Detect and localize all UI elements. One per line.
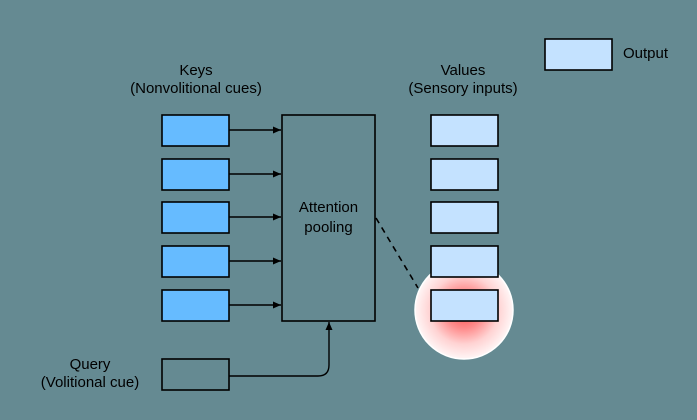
key-box — [161, 245, 230, 278]
keys-label-subtitle: (Nonvolitional cues) — [130, 80, 262, 97]
keys-label-title: Keys — [179, 62, 213, 79]
values-label-subtitle: (Sensory inputs) — [408, 80, 518, 97]
values-label: Values (Sensory inputs) — [388, 62, 538, 98]
query-label-title: Query — [69, 356, 111, 373]
value-box — [430, 201, 499, 234]
query-label-subtitle: (Volitional cue) — [40, 374, 140, 391]
attention-pooling-label-line2: pooling — [304, 219, 353, 236]
keys-label: Keys (Nonvolitional cues) — [116, 62, 276, 98]
value-box — [430, 114, 499, 147]
key-box — [161, 201, 230, 234]
value-box — [430, 245, 499, 278]
legend-output-label: Output — [623, 45, 669, 62]
values-label-title: Values — [440, 62, 486, 79]
pooling-to-value-dashed-line — [375, 217, 419, 289]
query-label: Query (Volitional cue) — [25, 356, 155, 392]
attention-pooling-label: Attention pooling — [282, 198, 375, 238]
key-box — [161, 289, 230, 322]
key-box — [161, 158, 230, 191]
attention-pooling-box — [281, 114, 376, 322]
query-arrow — [229, 322, 333, 377]
legend-output-swatch — [544, 38, 613, 71]
key-box — [161, 114, 230, 147]
value-box-selected — [430, 289, 499, 322]
value-box — [430, 158, 499, 191]
attention-pooling-label-line1: Attention — [298, 199, 359, 216]
query-box — [161, 358, 230, 391]
